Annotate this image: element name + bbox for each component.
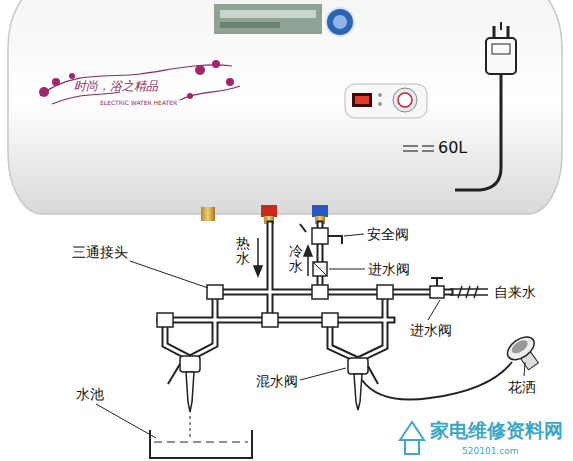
part-label: 进水阀 <box>368 261 410 277</box>
part-label: 三通接头 <box>72 244 128 260</box>
part-label: 冷水 <box>289 244 303 275</box>
part-label: 安全阀 <box>367 226 409 242</box>
watermark: 家电维修资料网 <box>430 420 563 442</box>
watermark-url: 520101.com <box>462 446 518 456</box>
part-label: 花洒 <box>508 379 536 395</box>
part-label: 水池 <box>76 386 104 402</box>
capacity-label: 60L <box>438 139 467 157</box>
part-label: 自来水 <box>494 284 536 300</box>
brand-slogan: 时尚，浴之精品 <box>74 80 158 94</box>
brand-subtitle: ELECTRIC WATER HEATER <box>100 100 177 107</box>
part-label: 混水阀 <box>256 373 298 389</box>
part-label: 热水 <box>236 236 250 267</box>
part-label: 进水阀 <box>410 322 452 338</box>
